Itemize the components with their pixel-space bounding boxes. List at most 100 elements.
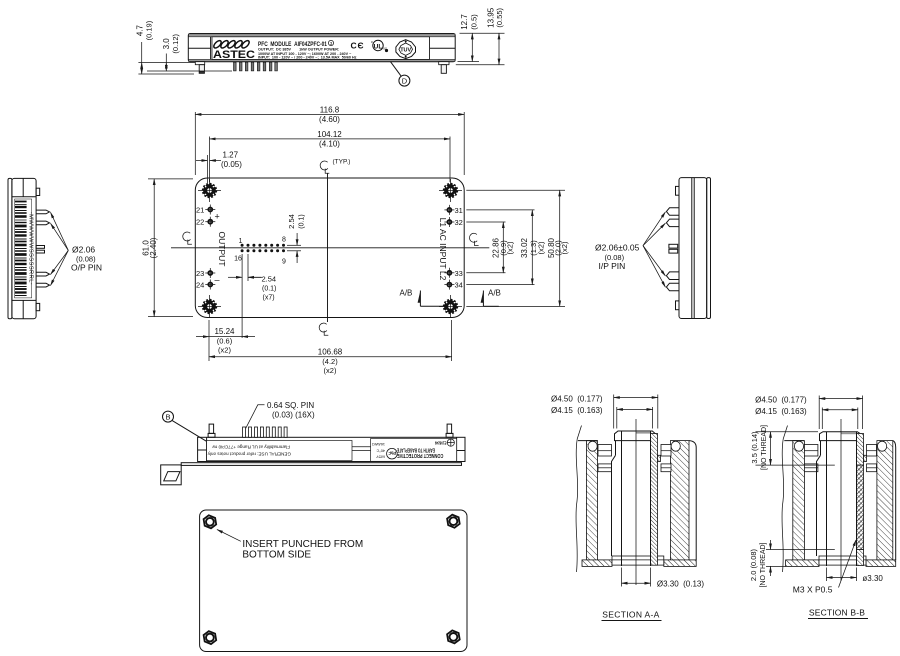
svg-text:33: 33 [455,269,463,278]
svg-text:ASTEC: ASTEC [213,49,255,61]
svg-text:Ø4.50 (0.177): Ø4.50 (0.177) [755,396,807,405]
svg-text:(0.03) (16X): (0.03) (16X) [272,410,315,419]
svg-text:OUTPUT: DC 385V 1kW OU: OUTPUT: DC 385V 1kW OUTPUT POWER: [258,48,339,52]
svg-text:TUV: TUV [400,48,411,54]
svg-text:Flammability at UL Range +77C/: Flammability at UL Range +77C/40 rw [212,445,290,450]
svg-text:PbF: PbF [388,451,396,456]
svg-text:GENERAL USE: refer product not: GENERAL USE: refer product notes only [207,451,291,456]
svg-text:(2.40): (2.40) [149,237,158,258]
svg-text:(4.10): (4.10) [319,140,340,149]
svg-text:(0.1): (0.1) [298,214,305,228]
svg-text:A/B: A/B [400,289,413,298]
svg-text:(x7): (x7) [263,295,275,302]
svg-text:1000W AT INPUT 100 - 120V ~; 1: 1000W AT INPUT 100 - 120V ~; 1600W AT 20… [258,52,352,56]
svg-text:2.54: 2.54 [287,214,296,229]
svg-text:M3 X P0.5: M3 X P0.5 [793,584,833,594]
svg-text:Ø3.30 (0.13): Ø3.30 (0.13) [657,580,704,589]
svg-text:(0.05): (0.05) [221,160,242,169]
svg-text:(2.0): (2.0) [554,240,563,256]
svg-text:CЄ: CЄ [351,41,365,51]
svg-text:(x2): (x2) [324,366,337,375]
svg-text:22: 22 [196,218,204,227]
svg-text:61.0: 61.0 [142,240,151,256]
svg-text:34: 34 [455,281,463,290]
svg-text:50.80: 50.80 [547,237,556,258]
svg-text:INPUT: 100 - 120V ~ / 200 - 2: INPUT: 100 - 120V ~ / 200 - 240V ~; 13.5… [258,56,357,60]
svg-text:2.54: 2.54 [262,275,277,284]
svg-text:(0.9): (0.9) [499,240,508,256]
svg-text:1: 1 [239,238,243,245]
svg-text:O/P PIN: O/P PIN [71,263,102,273]
svg-text:(x2): (x2) [218,346,231,355]
svg-text:L1 AC INPUT L2: L1 AC INPUT L2 [438,218,448,281]
svg-text:4.7: 4.7 [136,24,145,36]
svg-text:1.27: 1.27 [223,151,239,160]
svg-text:(x2): (x2) [537,241,546,254]
svg-text:EARTH TO BASEPLATE: EARTH TO BASEPLATE [397,446,435,452]
svg-text:(0.6): (0.6) [217,337,233,346]
svg-text:·MWWWWWSSSSSRRL·: ·MWWWWWSSSSSRRL· [28,212,34,285]
svg-text:15.24: 15.24 [214,327,235,336]
svg-text:ø3.30: ø3.30 [862,574,883,583]
svg-text:Ø2.06±0.05: Ø2.06±0.05 [595,243,640,253]
svg-text:Ø4.15 (0.163): Ø4.15 (0.163) [551,406,603,415]
svg-text:Ø2.06: Ø2.06 [72,245,95,255]
svg-text:106.68: 106.68 [318,348,343,357]
svg-text:(0.08): (0.08) [605,253,625,262]
svg-text:0.64 SQ. PIN: 0.64 SQ. PIN [267,401,314,410]
svg-text:D: D [402,77,408,86]
svg-text:9: 9 [282,259,286,266]
svg-text:(0.1): (0.1) [262,286,276,293]
svg-text:Int5Y: Int5Y [376,455,385,459]
svg-text:(x2): (x2) [505,241,514,254]
svg-text:16: 16 [234,256,242,263]
svg-text:SECTION B-B: SECTION B-B [809,608,865,618]
svg-text:c: c [371,39,373,44]
svg-text:8: 8 [282,237,286,244]
svg-text:12.7: 12.7 [460,14,469,30]
svg-text:3.0: 3.0 [162,38,171,50]
svg-text:116.8: 116.8 [320,106,340,115]
svg-text:(0.19): (0.19) [144,20,153,40]
svg-text:(0.12): (0.12) [171,34,180,54]
svg-text:SECTION A-A: SECTION A-A [602,610,659,620]
svg-text:2.0 (0.08): 2.0 (0.08) [749,548,758,581]
svg-text:[NO THREAD]: [NO THREAD] [760,542,767,587]
svg-text:16AWG: 16AWG [372,442,385,446]
svg-text:A/B: A/B [488,289,501,298]
svg-text:21: 21 [196,206,204,215]
svg-text:22.86: 22.86 [491,237,500,258]
svg-text:PFC MODULE AIF04ZPFC-01: PFC MODULE AIF04ZPFC-01 [258,41,327,48]
svg-text:us: us [383,47,387,51]
svg-text:Ø4.50 (0.177): Ø4.50 (0.177) [551,395,603,404]
svg-text:31: 31 [455,206,463,215]
svg-text:40°C: 40°C [376,449,385,453]
svg-text:INSERT PUNCHED FROM: INSERT PUNCHED FROM [242,539,363,550]
svg-text:(0.08): (0.08) [76,255,96,264]
svg-text:23: 23 [196,269,204,278]
svg-text:CONNECT PROTECTIVE: CONNECT PROTECTIVE [396,452,443,458]
svg-text:–: – [215,275,220,285]
svg-text:BOTTOM SIDE: BOTTOM SIDE [242,550,311,561]
svg-text:24: 24 [196,281,204,290]
svg-text:[NO THREAD]: [NO THREAD] [761,425,768,470]
svg-text:(4.2): (4.2) [322,357,338,366]
svg-text:(TYP.): (TYP.) [333,159,351,166]
svg-text:(4.60): (4.60) [319,115,340,124]
svg-text:13.95: 13.95 [487,7,496,28]
svg-text:32: 32 [455,218,463,227]
svg-text:(0.5): (0.5) [469,14,478,30]
svg-text:104.12: 104.12 [317,130,342,139]
svg-text:(x2): (x2) [560,241,569,254]
svg-text:33.02: 33.02 [520,237,529,258]
svg-text:E108249: E108249 [435,440,447,445]
svg-text:3: 3 [330,41,333,46]
svg-text:UL: UL [374,43,383,50]
svg-text:(0.55): (0.55) [495,8,504,28]
svg-text:+: + [215,212,220,222]
svg-text:Ø4.15 (0.163): Ø4.15 (0.163) [755,407,807,416]
svg-text:3.5 (0.14): 3.5 (0.14) [750,431,759,464]
svg-text:B: B [165,413,170,422]
svg-text:(1.3): (1.3) [529,240,538,256]
svg-text:I/P PIN: I/P PIN [599,261,626,271]
